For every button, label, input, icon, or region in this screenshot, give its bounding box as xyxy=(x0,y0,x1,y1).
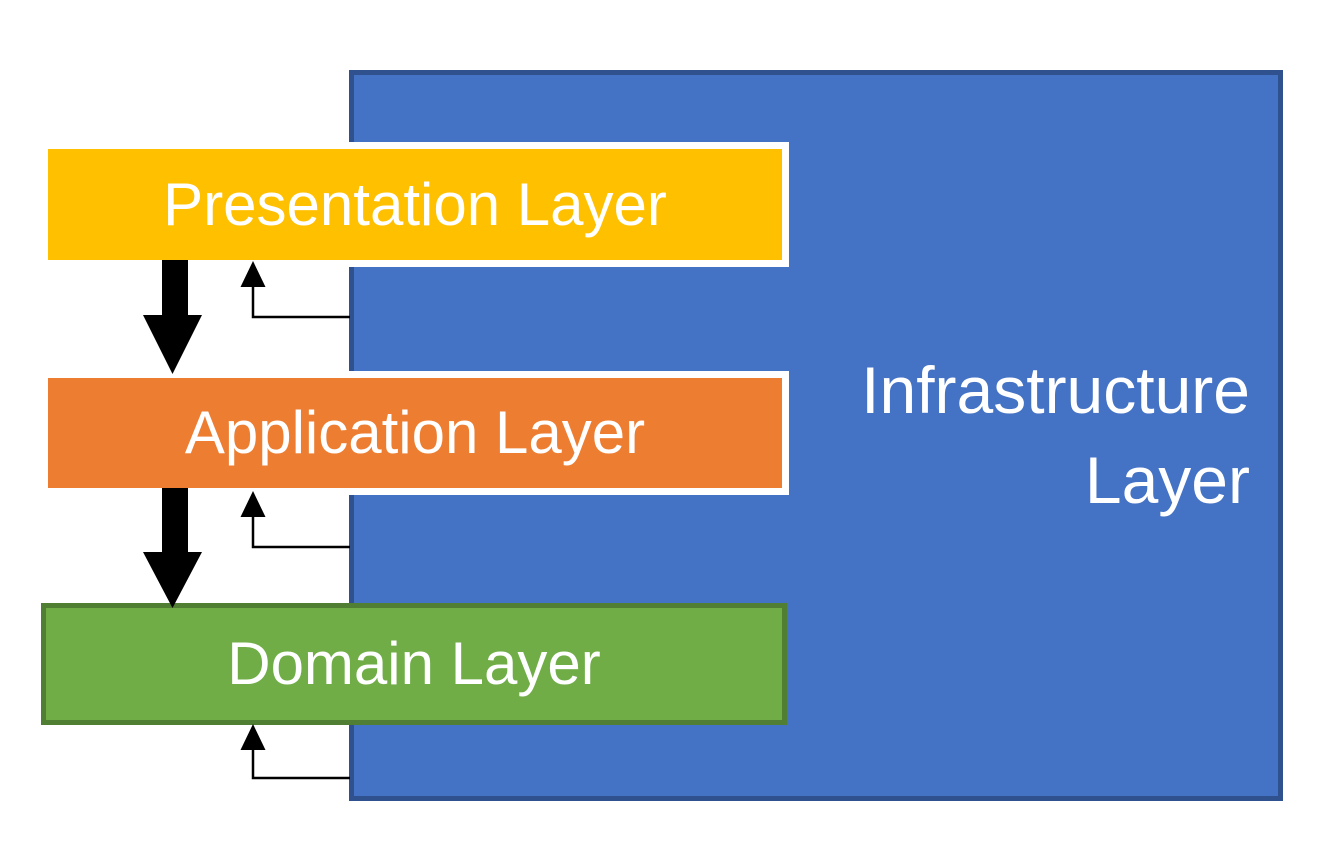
layer-box-domain: Domain Layer xyxy=(41,603,787,725)
layer-label-infrastructure: Infrastructure Layer xyxy=(861,353,1250,517)
elbow-line xyxy=(251,747,350,780)
thick-arrow-application-to-domain-icon xyxy=(143,488,202,608)
layer-label-domain: Domain Layer xyxy=(227,630,601,697)
elbow-arrow-infrastructure-to-domain-icon xyxy=(240,724,350,780)
layer-label-presentation: Presentation Layer xyxy=(163,170,667,238)
layer-label-application: Application Layer xyxy=(184,399,646,466)
elbow-arrow-infrastructure-to-presentation-icon xyxy=(240,261,350,319)
elbow-arrow-infrastructure-to-application-icon xyxy=(240,491,350,549)
elbow-line xyxy=(251,284,350,319)
elbow-line xyxy=(251,514,350,549)
elbow-arrowhead xyxy=(240,724,266,750)
layer-box-presentation: Presentation Layer xyxy=(41,142,789,267)
thick-arrow-presentation-to-application-icon xyxy=(143,260,202,374)
layer-box-application: Application Layer xyxy=(41,371,789,495)
